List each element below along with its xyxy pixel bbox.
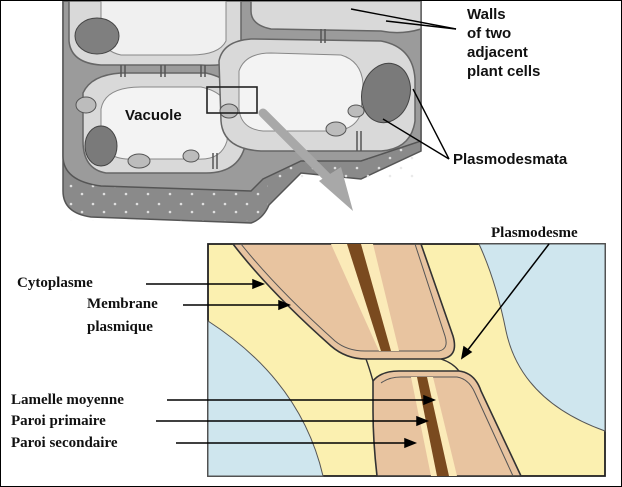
- plasmodesme-detail: [207, 243, 606, 477]
- plasmodesmata-label: Plasmodesmata: [453, 151, 568, 168]
- lamelle-moyenne-label: Lamelle moyenne: [11, 392, 124, 408]
- cell-block-illustration: [62, 1, 422, 224]
- cytoplasme-label: Cytoplasme: [17, 275, 93, 291]
- zoom-box: [206, 86, 258, 114]
- paroi-primaire-label: Paroi primaire: [11, 413, 106, 429]
- vacuole-label: Vacuole: [125, 107, 182, 124]
- plasmodesme-label: Plasmodesme: [491, 225, 578, 241]
- walls-label: Walls of two adjacent plant cells: [467, 6, 540, 80]
- membrane-label: Membrane plasmique: [87, 296, 162, 335]
- paroi-secondaire-label: Paroi secondaire: [11, 435, 118, 451]
